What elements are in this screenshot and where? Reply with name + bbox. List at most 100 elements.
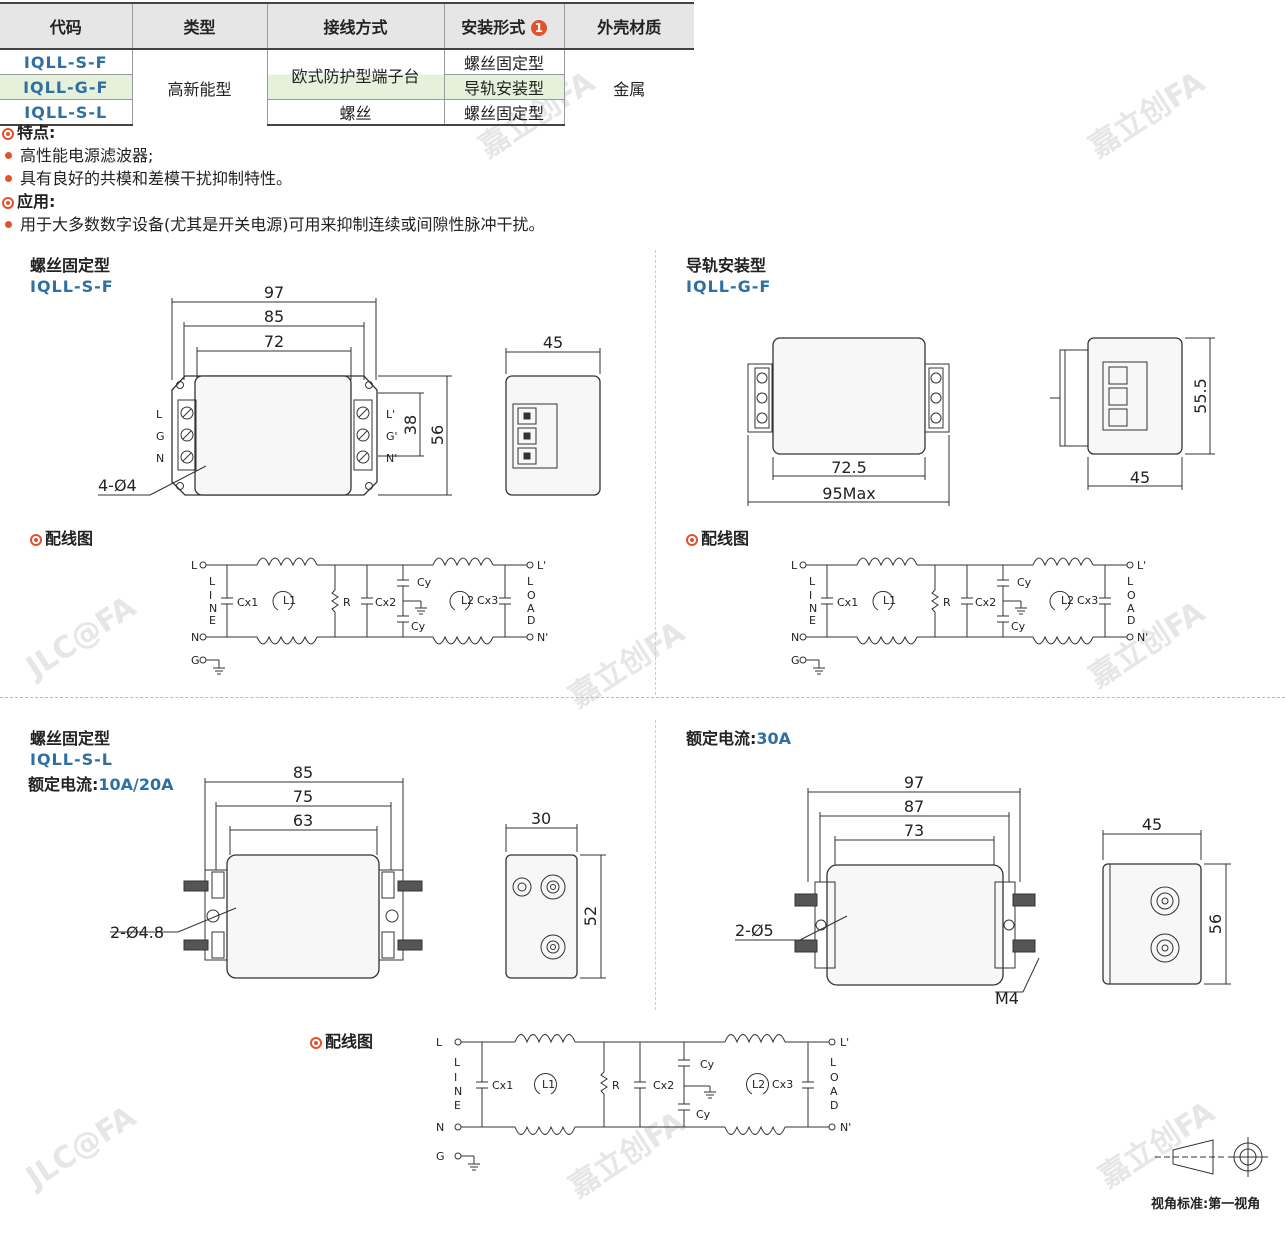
dim-label: 52	[581, 906, 600, 926]
hole-label: 4-Ø4	[98, 476, 137, 495]
dim-label: 73	[904, 821, 924, 840]
header-material: 外壳材质	[563, 2, 694, 50]
circuit-label: N'	[1137, 631, 1148, 644]
circuit-label: L	[791, 559, 798, 572]
dim-label: 63	[293, 811, 313, 830]
circuit-label: R	[343, 596, 351, 609]
wiring-cell: 螺丝	[266, 99, 444, 126]
target-icon	[686, 534, 698, 546]
circuit-label: Cy	[700, 1058, 715, 1071]
dim-label: 45	[1142, 815, 1162, 834]
circuit-label: Cx3	[1077, 594, 1098, 607]
view-standard-label: 视角标准:第一视角	[1151, 1197, 1261, 1212]
circuit-label: L1	[542, 1078, 555, 1091]
circuit-label: L	[191, 559, 198, 572]
circuit-label: O	[527, 589, 536, 602]
dim-label: 38	[401, 415, 420, 435]
bullet-icon	[5, 221, 12, 228]
circuit-label: L	[527, 575, 534, 588]
thread-label: M4	[995, 989, 1019, 1008]
circuit-label: A	[830, 1085, 838, 1098]
circuit-diagram: L N G L' N' L I N E L O A D Cx1 L1 R Cx2…	[191, 557, 548, 675]
circuit-label: Cx3	[477, 594, 498, 607]
circuit-label: L1	[283, 594, 296, 607]
circuit-label: Cy	[1017, 576, 1032, 589]
circuit-label: L'	[840, 1036, 849, 1049]
dim-label: 87	[904, 797, 924, 816]
dim-label: 95Max	[822, 484, 875, 503]
circuit-label: R	[943, 596, 951, 609]
dim-label: 30	[531, 809, 551, 828]
circuit-label: L	[809, 575, 816, 588]
term-label: N'	[386, 452, 397, 465]
circuit-label: N	[436, 1121, 444, 1134]
circuit-label: Cx3	[772, 1078, 793, 1091]
circuit-label: L	[209, 575, 216, 588]
circuit-label: Cx1	[237, 596, 258, 609]
dim-label: 85	[293, 763, 313, 782]
circuit-label: L2	[752, 1078, 765, 1091]
target-icon	[310, 1037, 322, 1049]
features-section: 特点: 高性能电源滤波器; 具有良好的共模和差模干扰抑制特性。 应用: 用于大多…	[2, 121, 545, 236]
header-wiring: 接线方式	[266, 2, 444, 50]
wiring-title: 配线图	[310, 1030, 373, 1053]
term-label: L	[156, 408, 163, 421]
code-cell: IQLL-S-F	[23, 52, 108, 72]
watermark: 嘉立创FA	[1082, 64, 1212, 166]
circuit-label: D	[527, 614, 535, 627]
wiring-cell: 欧式防护型端子台	[266, 49, 444, 100]
term-label: L'	[386, 408, 395, 421]
mount-cell: 螺丝固定型	[443, 49, 564, 75]
circuit-label: L2	[461, 594, 474, 607]
circuit-label: N'	[537, 631, 548, 644]
wiring-title: 配线图	[686, 527, 749, 550]
circuit-label: L	[1127, 575, 1134, 588]
term-label: G	[156, 430, 165, 443]
sec3-drawing: 85 75 63 30 52 2-Ø4.8	[110, 763, 606, 979]
dim-label: 56	[1206, 914, 1225, 934]
circuit-label: I	[809, 589, 812, 602]
circuit-label: Cy	[696, 1108, 711, 1121]
circuit-label: G	[191, 654, 200, 667]
circuit-label: Cx2	[375, 596, 396, 609]
circuit-label: L	[830, 1056, 837, 1069]
circuit-label: A	[1127, 602, 1135, 615]
circuit-label: Cy	[417, 576, 432, 589]
term-label: G'	[386, 430, 398, 443]
header-mount: 安装形式 1	[443, 2, 564, 50]
circuit-label: L'	[537, 559, 546, 572]
watermark: 嘉立创FA	[562, 614, 692, 716]
sec1-type: 螺丝固定型	[30, 256, 111, 275]
circuit-label: R	[612, 1079, 620, 1092]
circuit-label: E	[809, 614, 816, 627]
material-cell: 金属	[563, 49, 694, 125]
sec1-code: IQLL-S-F	[30, 277, 114, 296]
note-badge: 1	[530, 20, 547, 36]
horizontal-divider	[0, 697, 1285, 698]
circuit-label: L1	[883, 594, 896, 607]
circuit-label: N	[454, 1085, 462, 1098]
mount-cell: 螺丝固定型	[443, 99, 564, 126]
hole-label: 2-Ø4.8	[110, 923, 164, 942]
vertical-divider	[655, 720, 656, 1010]
target-icon	[30, 534, 42, 546]
bullet-icon	[5, 152, 12, 159]
circuit-label: D	[1127, 614, 1135, 627]
dim-label: 72.5	[831, 458, 867, 477]
dim-label: 45	[543, 333, 563, 352]
dim-label: 72	[264, 332, 284, 351]
dim-label: 55.5	[1191, 378, 1210, 414]
sec1-drawing: 97 85 72 38 56 45 4-Ø4 L G N L' G' N'	[98, 283, 601, 496]
circuit-label: G	[436, 1150, 445, 1163]
wiring-title: 配线图	[30, 527, 93, 550]
circuit-label: N	[809, 602, 817, 615]
circuit-label: I	[454, 1071, 457, 1084]
sec2-code: IQLL-G-F	[686, 277, 772, 296]
header-code: 代码	[0, 2, 132, 50]
term-label: N	[156, 452, 164, 465]
dim-label: 56	[428, 425, 447, 445]
code-cell: IQLL-G-F	[0, 74, 132, 100]
circuit-label: Cx1	[837, 596, 858, 609]
sec3-rated: 额定电流:10A/20A	[28, 775, 174, 794]
circuit-label: Cy	[411, 620, 426, 633]
